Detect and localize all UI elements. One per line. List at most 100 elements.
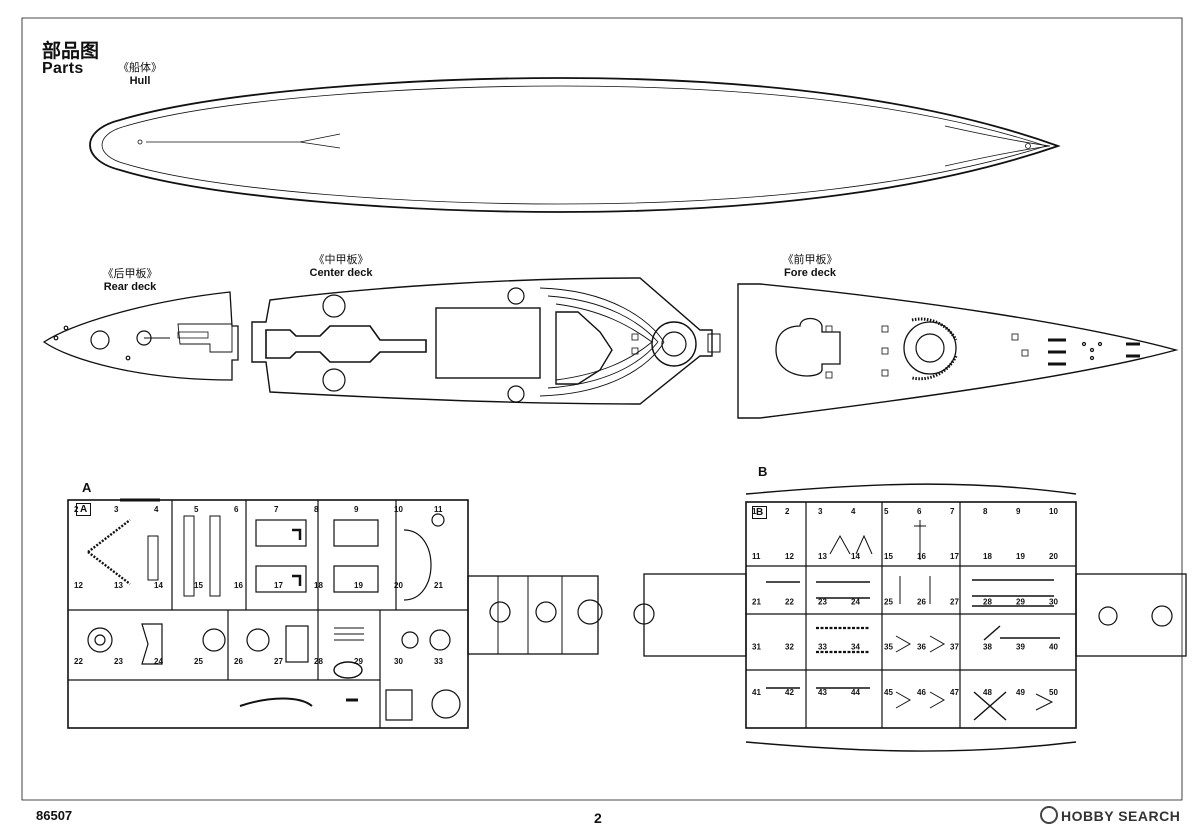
page-number: 2: [594, 810, 602, 826]
sprue-a-part-number: 25: [194, 657, 203, 666]
sprue-b-part-number: 8: [983, 507, 988, 516]
sprue-b-part-number: 20: [1049, 552, 1058, 561]
sprue-b-part-number: 24: [851, 597, 860, 606]
sprue-a-part-number: 3: [114, 505, 119, 514]
sprue-b-part-number: 44: [851, 688, 860, 697]
sprue-b-part-number: 14: [851, 552, 860, 561]
fore-deck-label-cn: 《前甲板》: [782, 254, 838, 266]
sprue-a-part-number: 28: [314, 657, 323, 666]
sprue-b-part-number: 36: [917, 643, 926, 652]
sprue-b-frame: [633, 483, 1187, 752]
sprue-b-part-number: 18: [983, 552, 992, 561]
sprue-a-part-number: 21: [434, 581, 443, 590]
fore-deck-label: 《前甲板》 Fore deck: [770, 254, 850, 280]
sprue-b-part-number: 42: [785, 688, 794, 697]
hull-label: 《船体》 Hull: [110, 62, 170, 88]
page-title-en: Parts: [42, 60, 84, 77]
rear-deck-label: 《后甲板》 Rear deck: [90, 268, 170, 294]
sprue-b-part-number: 34: [851, 643, 860, 652]
sprue-a-part-number: 10: [394, 505, 403, 514]
page-border: [21, 17, 1183, 801]
model-code: 86507: [36, 808, 73, 823]
sprue-b-part-number: 13: [818, 552, 827, 561]
sprue-b-part-number: 19: [1016, 552, 1025, 561]
sprue-b-part-number: 33: [818, 643, 827, 652]
sprue-b-part-number: 40: [1049, 643, 1058, 652]
sprue-b-part-number: 15: [884, 552, 893, 561]
sprue-a-part-number: 20: [394, 581, 403, 590]
rear-deck-part: [42, 291, 239, 381]
sprue-a-part-number: 9: [354, 505, 359, 514]
sprue-b-part-number: 1: [752, 507, 757, 516]
sprue-a-part-number: 30: [394, 657, 403, 666]
sprue-a-part-number: 13: [114, 581, 123, 590]
sprue-a-part-number: 5: [194, 505, 199, 514]
sprue-b-part-number: 21: [752, 597, 761, 606]
hull-part: [89, 77, 1061, 213]
sprue-b-part-number: 26: [917, 597, 926, 606]
sprue-b-part-number: 23: [818, 597, 827, 606]
rear-deck-label-cn: 《后甲板》: [102, 268, 158, 280]
sprue-b-part-number: 48: [983, 688, 992, 697]
sprue-a-part-number: 8: [314, 505, 319, 514]
sprue-a-letter: A: [82, 480, 92, 495]
sprue-a-part-number: 22: [74, 657, 83, 666]
sprue-a-part-number: 14: [154, 581, 163, 590]
sprue-a-part-number: 23: [114, 657, 123, 666]
center-deck-label-cn: 《中甲板》: [313, 254, 369, 266]
center-deck-label: 《中甲板》 Center deck: [296, 254, 386, 280]
fore-deck-label-en: Fore deck: [784, 267, 836, 279]
sprue-b-part-number: 43: [818, 688, 827, 697]
sprue-b-part-number: 31: [752, 643, 761, 652]
sprue-b-part-number: 37: [950, 643, 959, 652]
sprue-b-part-number: 3: [818, 507, 823, 516]
sprue-a-part-number: 11: [434, 505, 443, 514]
sprue-a-part-number: 6: [234, 505, 239, 514]
sprue-b-part-number: 38: [983, 643, 992, 652]
sprue-b-part-number: 35: [884, 643, 893, 652]
sprue-b-part-number: 17: [950, 552, 959, 561]
sprue-a-inner-letter: A: [76, 503, 92, 516]
sprue-b-part-number: 22: [785, 597, 794, 606]
sprue-b-part-number: 16: [917, 552, 926, 561]
sprue-a-frame: [67, 498, 603, 729]
sprue-a-part-number: 27: [274, 657, 283, 666]
sprue-b-part-number: 30: [1049, 597, 1058, 606]
sprue-a-part-number: 4: [154, 505, 159, 514]
watermark-logo-icon: [1040, 806, 1058, 824]
fore-deck-part: [737, 283, 1179, 419]
sprue-a-part-number: 19: [354, 581, 363, 590]
sprue-b-part-number: 29: [1016, 597, 1025, 606]
sprue-b-part-number: 41: [752, 688, 761, 697]
hull-label-en: Hull: [129, 75, 151, 87]
sprue-a-part-number: 26: [234, 657, 243, 666]
center-deck-part: [251, 277, 721, 405]
sprue-b-part-number: 50: [1049, 688, 1058, 697]
sprue-b-part-number: 27: [950, 597, 959, 606]
sprue-b-part-number: 32: [785, 643, 794, 652]
sprue-b-part-number: 46: [917, 688, 926, 697]
sprue-b-part-number: 49: [1016, 688, 1025, 697]
sprue-a-part-number: 24: [154, 657, 163, 666]
sprue-a-part-number: 15: [194, 581, 203, 590]
sprue-a-part-number: 17: [274, 581, 283, 590]
center-deck-label-en: Center deck: [309, 267, 373, 279]
watermark: HOBBY SEARCH: [1040, 806, 1180, 824]
hull-label-cn: 《船体》: [118, 62, 162, 74]
sprue-b-part-number: 47: [950, 688, 959, 697]
sprue-b-part-number: 9: [1016, 507, 1021, 516]
sprue-b-part-number: 11: [752, 552, 761, 561]
sprue-a-part-number: 16: [234, 581, 243, 590]
sprue-b-part-number: 7: [950, 507, 955, 516]
sprue-a-part-number: 29: [354, 657, 363, 666]
sprue-b-part-number: 39: [1016, 643, 1025, 652]
sprue-a-part-number: 18: [314, 581, 323, 590]
rear-deck-label-en: Rear deck: [103, 281, 157, 293]
sprue-b-part-number: 10: [1049, 507, 1058, 516]
sprue-b-letter: B: [758, 464, 768, 479]
sprue-a-part-number: 7: [274, 505, 279, 514]
sprue-b-part-number: 45: [884, 688, 893, 697]
watermark-text: HOBBY SEARCH: [1061, 808, 1181, 824]
